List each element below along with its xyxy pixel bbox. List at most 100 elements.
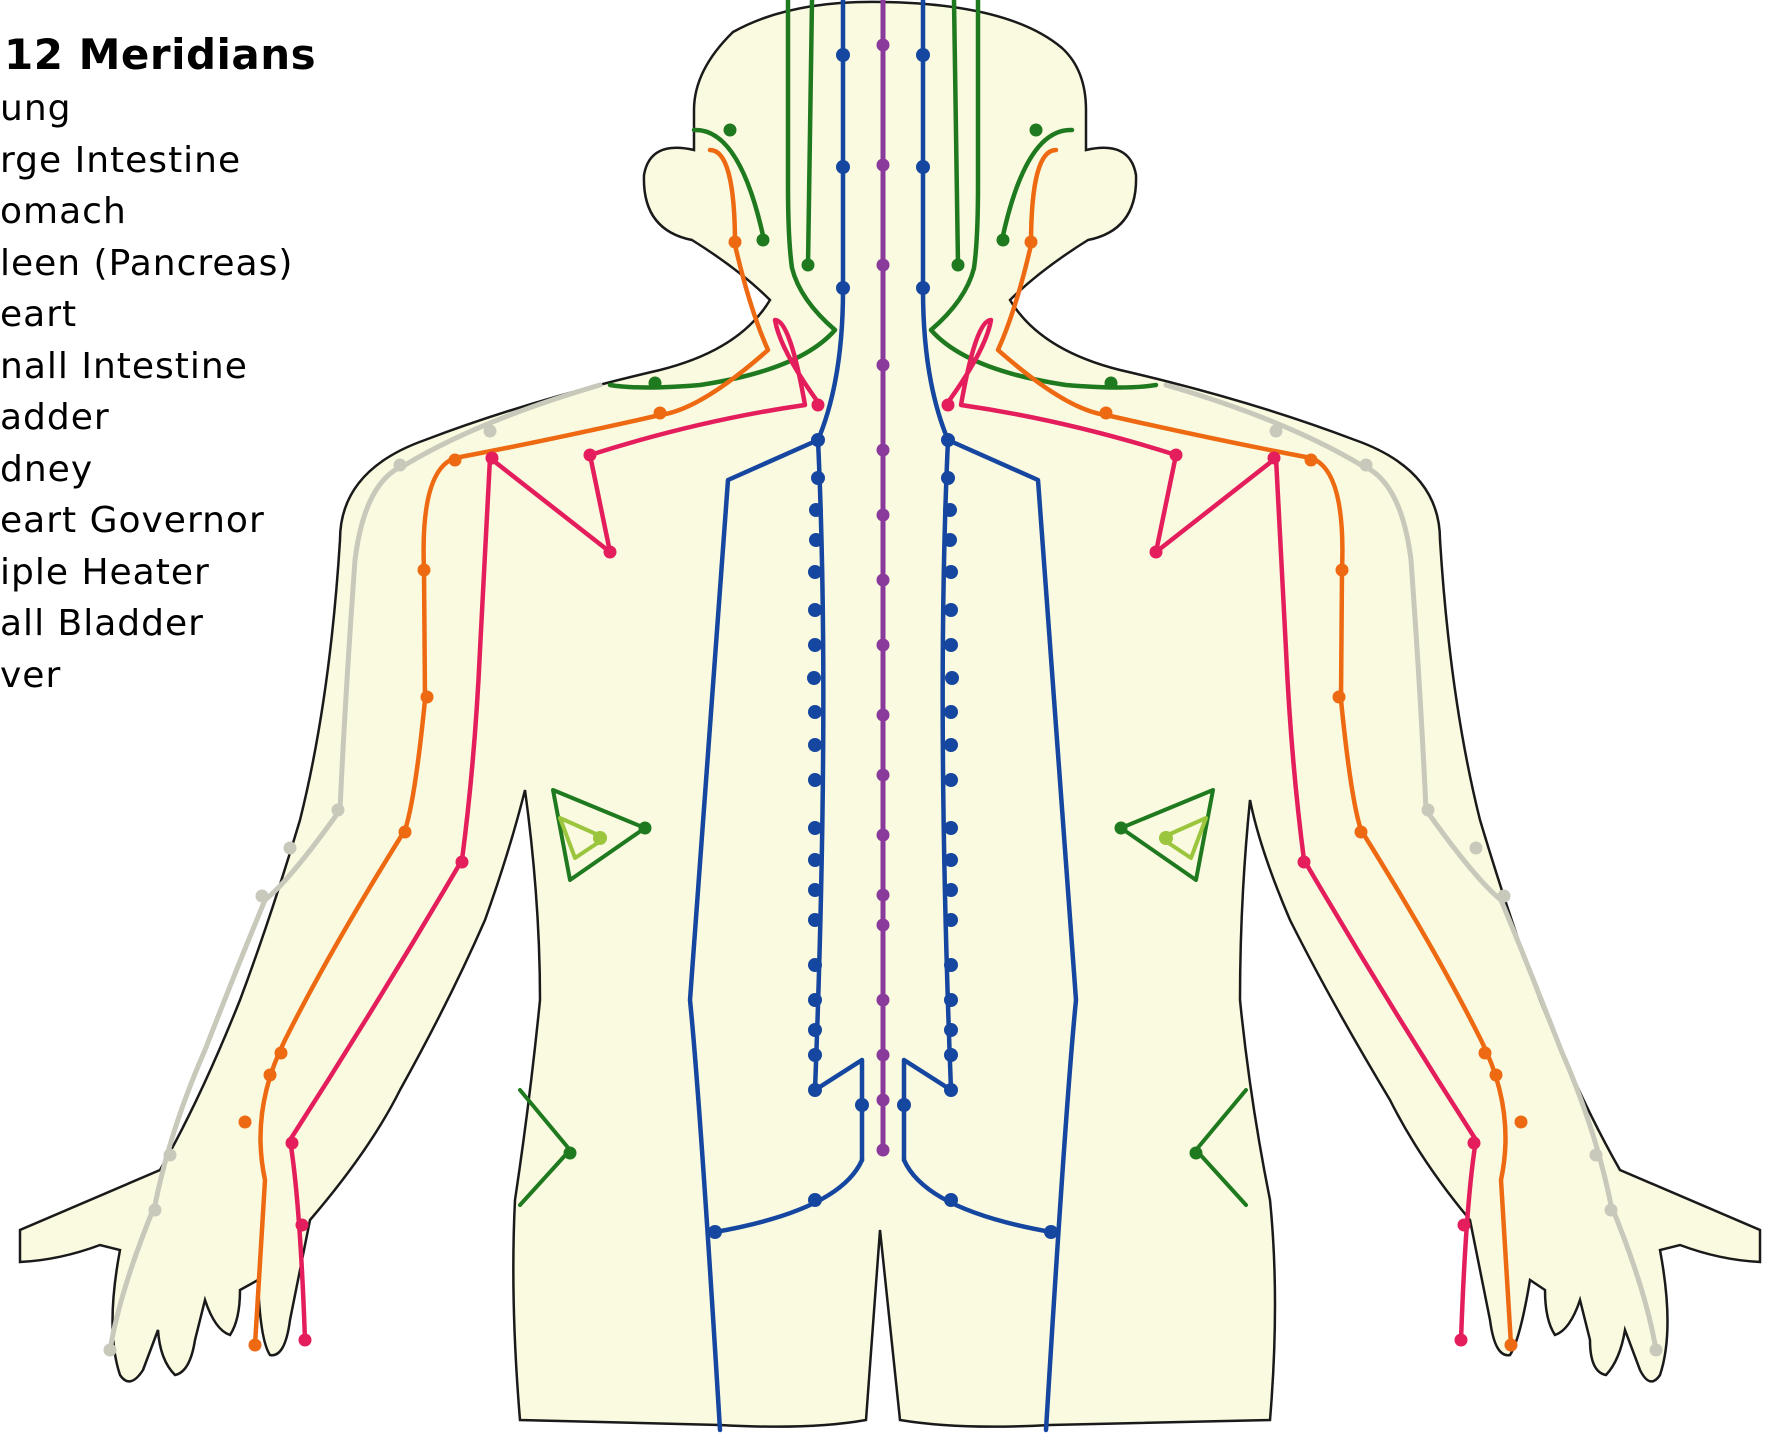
acupoint-dot [256, 890, 269, 903]
acupoint-dot [877, 769, 890, 782]
acupoint-dot [807, 671, 821, 685]
acupoint-dot [399, 826, 412, 839]
acupoint-dot [808, 638, 822, 652]
acupoint-dot [808, 565, 822, 579]
acupoint-dot [1650, 1344, 1663, 1357]
acupoint-dot [1605, 1204, 1618, 1217]
acupoint-dot [729, 236, 742, 249]
acupoint-dot [997, 234, 1010, 247]
acupoint-dot [456, 856, 469, 869]
acupoint-dot [284, 842, 297, 855]
legend-title: 12 Meridians [4, 30, 316, 79]
acupoint-dot [299, 1334, 312, 1347]
body-silhouette [20, 2, 1760, 1427]
acupoint-dot [808, 1023, 822, 1037]
acupoint-dot [808, 913, 822, 927]
acupoint-dot [1422, 804, 1435, 817]
acupoint-dot [394, 459, 407, 472]
acupoint-dot [486, 452, 499, 465]
acupoint-dot [1030, 124, 1043, 137]
acupoint-dot [808, 958, 822, 972]
acupoint-dot [944, 1193, 958, 1207]
acupoint-dot [1150, 546, 1163, 559]
acupoint-dot [584, 449, 597, 462]
acupoint-dot [812, 399, 825, 412]
acupoint-dot [421, 691, 434, 704]
acupoint-dot [1100, 407, 1113, 420]
acupoint-dot [941, 433, 955, 447]
acupoint-dot [1360, 459, 1373, 472]
acupoint-dot [877, 639, 890, 652]
acupoint-dot [916, 281, 930, 295]
acupoint-dot [808, 1048, 822, 1062]
acupoint-dot [1515, 1116, 1528, 1129]
legend-item: nall Intestine [0, 346, 248, 387]
acupoint-dot [897, 1098, 911, 1112]
acupoint-dot [944, 773, 958, 787]
acupoint-dot [1170, 449, 1183, 462]
legend-item-label: iple Heater [0, 552, 210, 593]
acupoint-dot [1305, 454, 1318, 467]
acupoint-dot [264, 1069, 277, 1082]
acupoint-dot [811, 471, 825, 485]
acupoint-dot [944, 705, 958, 719]
acupoint-dot [1298, 856, 1311, 869]
legend-item-label: nall Intestine [0, 346, 248, 387]
acupoint-dot [1355, 826, 1368, 839]
acupoint-dot [916, 160, 930, 174]
acupoint-dot [1455, 1334, 1468, 1347]
acupoint-dot [1270, 425, 1283, 438]
legend-item-label: rge Intestine [0, 140, 241, 181]
acupoint-dot [808, 705, 822, 719]
acupoint-dot [1470, 842, 1483, 855]
legend-item-label: omach [0, 191, 127, 232]
acupoint-dot [943, 503, 957, 517]
acupoint-dot [944, 883, 958, 897]
acupoint-dot [1333, 691, 1346, 704]
acupoint-dot [944, 993, 958, 1007]
legend-item-label: ver [0, 655, 61, 696]
legend-item: ver [0, 655, 61, 696]
legend-item: leen (Pancreas) [0, 243, 293, 284]
acupoint-dot [877, 574, 890, 587]
acupoint-dot [944, 853, 958, 867]
acupoint-dot [808, 821, 822, 835]
acupoint-dot [724, 124, 737, 137]
legend-item-label: eart [0, 294, 77, 335]
acupoint-dot [1479, 1047, 1492, 1060]
acupoint-dot [941, 471, 955, 485]
acupoint-dot [449, 454, 462, 467]
acupoint-dot [296, 1219, 309, 1232]
acupoint-dot [836, 48, 850, 62]
acupoint-dot [802, 259, 815, 272]
acupoint-dot [1190, 1147, 1203, 1160]
legend-item-label: eart Governor [0, 500, 265, 541]
acupoint-dot [808, 883, 822, 897]
acupoint-dot [945, 671, 959, 685]
acupoint-dot [275, 1047, 288, 1060]
acupoint-dot [877, 1094, 890, 1107]
acupoint-dot [944, 738, 958, 752]
acupoint-dot [757, 234, 770, 247]
acupoint-dot [942, 399, 955, 412]
acupoint-dot [1490, 1069, 1503, 1082]
acupoint-dot [593, 831, 607, 845]
legend-item: adder [0, 397, 110, 438]
acupoint-dot [708, 1225, 722, 1239]
acupoint-dot [249, 1339, 262, 1352]
acupoint-dot [836, 281, 850, 295]
acupoint-dot [944, 1023, 958, 1037]
acupoint-dot [1268, 452, 1281, 465]
acupoint-dot [944, 1048, 958, 1062]
acupoint-dot [916, 48, 930, 62]
acupoint-dot [418, 564, 431, 577]
acupoint-dot [877, 159, 890, 172]
acupoint-dot [484, 425, 497, 438]
acupoint-dot [944, 913, 958, 927]
acupoint-dot [944, 603, 958, 617]
acupoint-dot [944, 1083, 958, 1097]
acupoint-dot [809, 503, 823, 517]
acupoint-dot [877, 359, 890, 372]
acupoint-dot [604, 546, 617, 559]
